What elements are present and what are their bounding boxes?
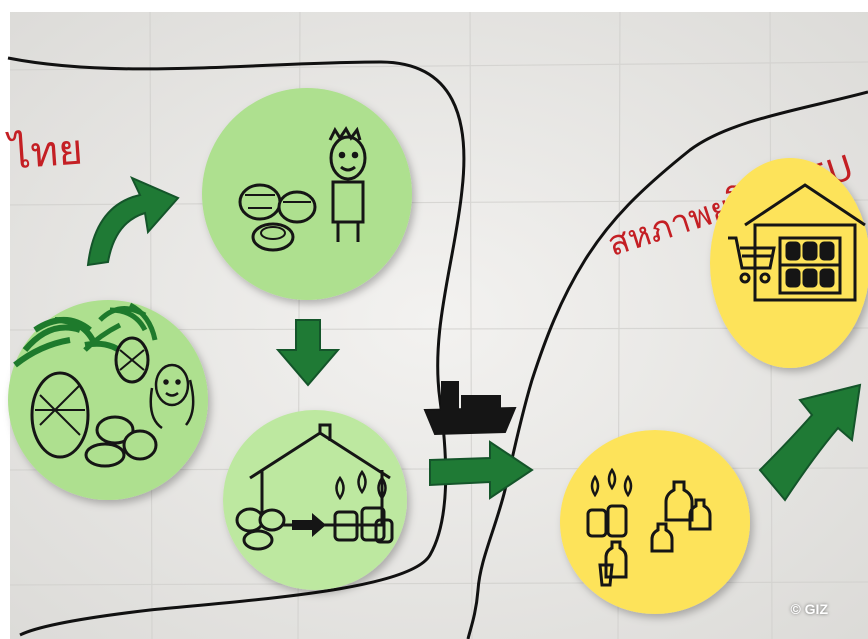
thailand-label: ไทย bbox=[5, 124, 85, 178]
note-products bbox=[560, 430, 750, 614]
photo-border-top bbox=[0, 0, 868, 12]
note-shop bbox=[710, 158, 868, 368]
photo-border-left bbox=[0, 0, 10, 639]
note-plantation bbox=[8, 300, 208, 500]
note-farmer bbox=[202, 88, 412, 300]
note-processing bbox=[223, 410, 407, 590]
photo-credit: © GIZ bbox=[790, 601, 828, 617]
